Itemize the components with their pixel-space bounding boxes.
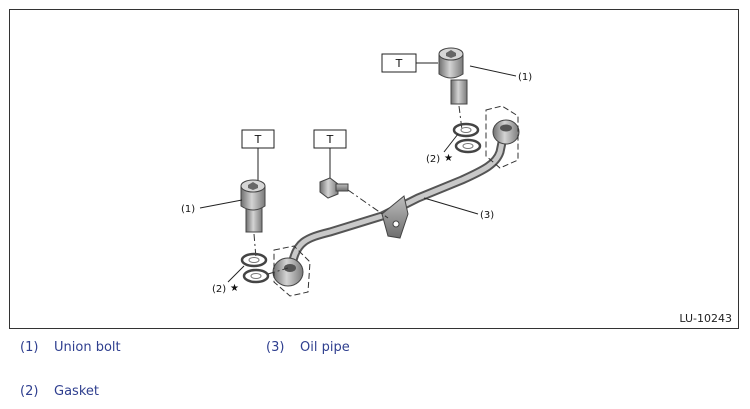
upper-union-bolt: [438, 47, 468, 105]
upper-banjo-eye: [492, 119, 520, 145]
callout-3: (3): [480, 210, 494, 221]
torque-box-middle: T: [313, 129, 347, 149]
star-left: ★: [230, 283, 239, 294]
bracket-bolt: [319, 177, 349, 199]
svg-text:T: T: [395, 57, 403, 70]
lower-banjo-eye: [272, 257, 304, 287]
callout-2-left: (2): [212, 284, 226, 295]
svg-text:T: T: [254, 133, 262, 146]
legend-num: (3): [266, 340, 285, 355]
legend-item-gasket: (2) Gasket: [20, 384, 99, 399]
torque-box-upper: T: [381, 53, 417, 73]
oil-pipe: [272, 119, 520, 287]
legend-num: (2): [20, 384, 39, 399]
left-gaskets: [240, 252, 270, 284]
legend-label: Oil pipe: [300, 340, 350, 355]
left-union-bolt: [240, 179, 266, 233]
legend-item-oil-pipe: (3) Oil pipe: [266, 340, 350, 355]
svg-text:T: T: [326, 133, 334, 146]
callout-1-left: (1): [181, 204, 195, 215]
legend-label: Union bolt: [54, 340, 121, 355]
star-upper: ★: [444, 153, 453, 164]
legend-label: Gasket: [54, 384, 99, 399]
diagram-drawing: T T T (1) (1) (3) (2) ★ (2) ★: [181, 47, 532, 297]
legend-num: (1): [20, 340, 39, 355]
callout-2-upper: (2): [426, 154, 440, 165]
exploded-diagram: T T T (1) (1) (3) (2) ★ (2) ★ LU-10243: [9, 9, 739, 329]
callout-1-upper: (1): [518, 72, 532, 83]
legend-item-union-bolt: (1) Union bolt: [20, 340, 121, 355]
figure-id: LU-10243: [679, 312, 732, 325]
upper-gaskets: [452, 122, 482, 154]
torque-box-left: T: [241, 129, 275, 149]
